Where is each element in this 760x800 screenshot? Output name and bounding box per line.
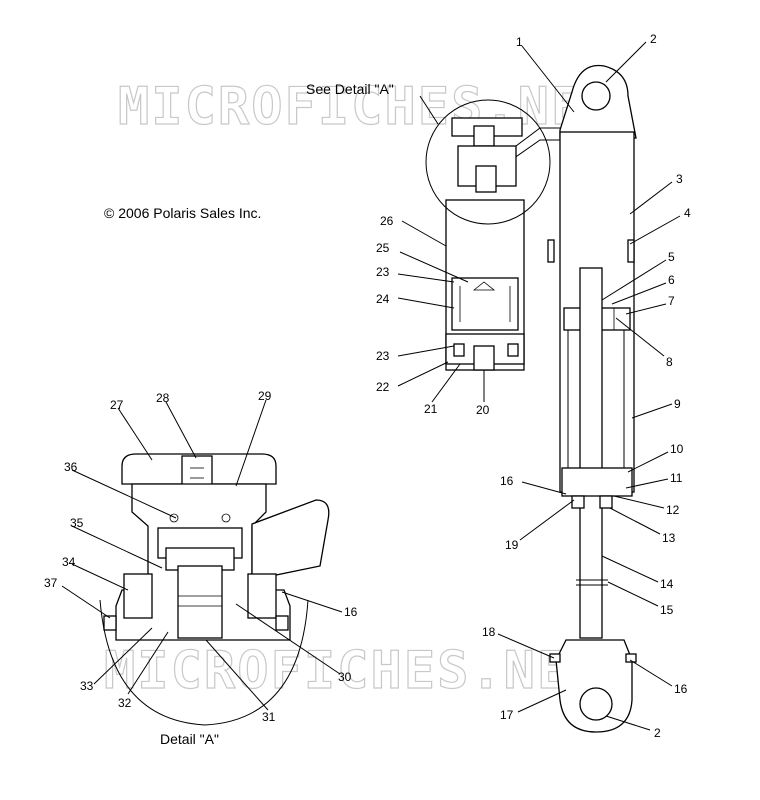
callout-15: 15: [660, 603, 674, 617]
callout-9: 9: [674, 397, 681, 411]
callout-12: 12: [666, 503, 680, 517]
callout-16-mid: 16: [500, 474, 514, 488]
callout-33: 33: [80, 679, 94, 693]
watermark-top: MICROFICHES.NET: [118, 77, 618, 137]
callout-17: 17: [500, 708, 514, 722]
callout-labels: 1 2 3 4 5 6 7 8 9 10 11 12 13 14 15 16 1…: [44, 32, 691, 740]
callout-6: 6: [668, 273, 675, 287]
callout-25: 25: [376, 241, 390, 255]
see-detail-label: See Detail "A": [306, 81, 394, 97]
callout-14: 14: [660, 577, 674, 591]
callout-7: 7: [668, 294, 675, 308]
callout-2-top: 2: [650, 32, 657, 46]
detail-a-view: [99, 453, 330, 726]
callout-26: 26: [380, 214, 394, 228]
callout-36: 36: [64, 460, 78, 474]
reservoir-assembly: [425, 99, 551, 371]
callout-1: 1: [516, 35, 523, 49]
callout-22: 22: [376, 380, 390, 394]
callout-28: 28: [156, 391, 170, 405]
callout-29: 29: [258, 389, 272, 403]
callout-13: 13: [662, 531, 676, 545]
callout-23-bottom: 23: [376, 349, 390, 363]
shock-assembly: [499, 64, 637, 733]
callout-37: 37: [44, 576, 58, 590]
copyright-text: © 2006 Polaris Sales Inc.: [104, 205, 261, 221]
callout-32: 32: [118, 696, 132, 710]
callout-3: 3: [676, 172, 683, 186]
callout-21: 21: [424, 402, 438, 416]
callout-16-detail: 16: [344, 605, 358, 619]
callout-34: 34: [62, 555, 76, 569]
leader-lines: [61, 41, 681, 731]
callout-18: 18: [482, 625, 496, 639]
watermark-bottom: MICROFICHES.NET: [104, 641, 604, 701]
callout-23-top: 23: [376, 265, 390, 279]
callout-5: 5: [668, 250, 675, 264]
callout-20: 20: [476, 403, 490, 417]
callout-31: 31: [262, 710, 276, 724]
callout-2-bottom: 2: [654, 726, 661, 740]
callout-8: 8: [666, 355, 673, 369]
callout-11: 11: [670, 471, 683, 485]
detail-a-caption: Detail "A": [160, 731, 219, 747]
callout-10: 10: [670, 442, 684, 456]
callout-30: 30: [338, 670, 352, 684]
callout-24: 24: [376, 292, 390, 306]
callout-16-bottom: 16: [674, 682, 688, 696]
callout-35: 35: [70, 516, 84, 530]
callout-19: 19: [505, 538, 519, 552]
callout-4: 4: [684, 206, 691, 220]
callout-27: 27: [110, 398, 124, 412]
